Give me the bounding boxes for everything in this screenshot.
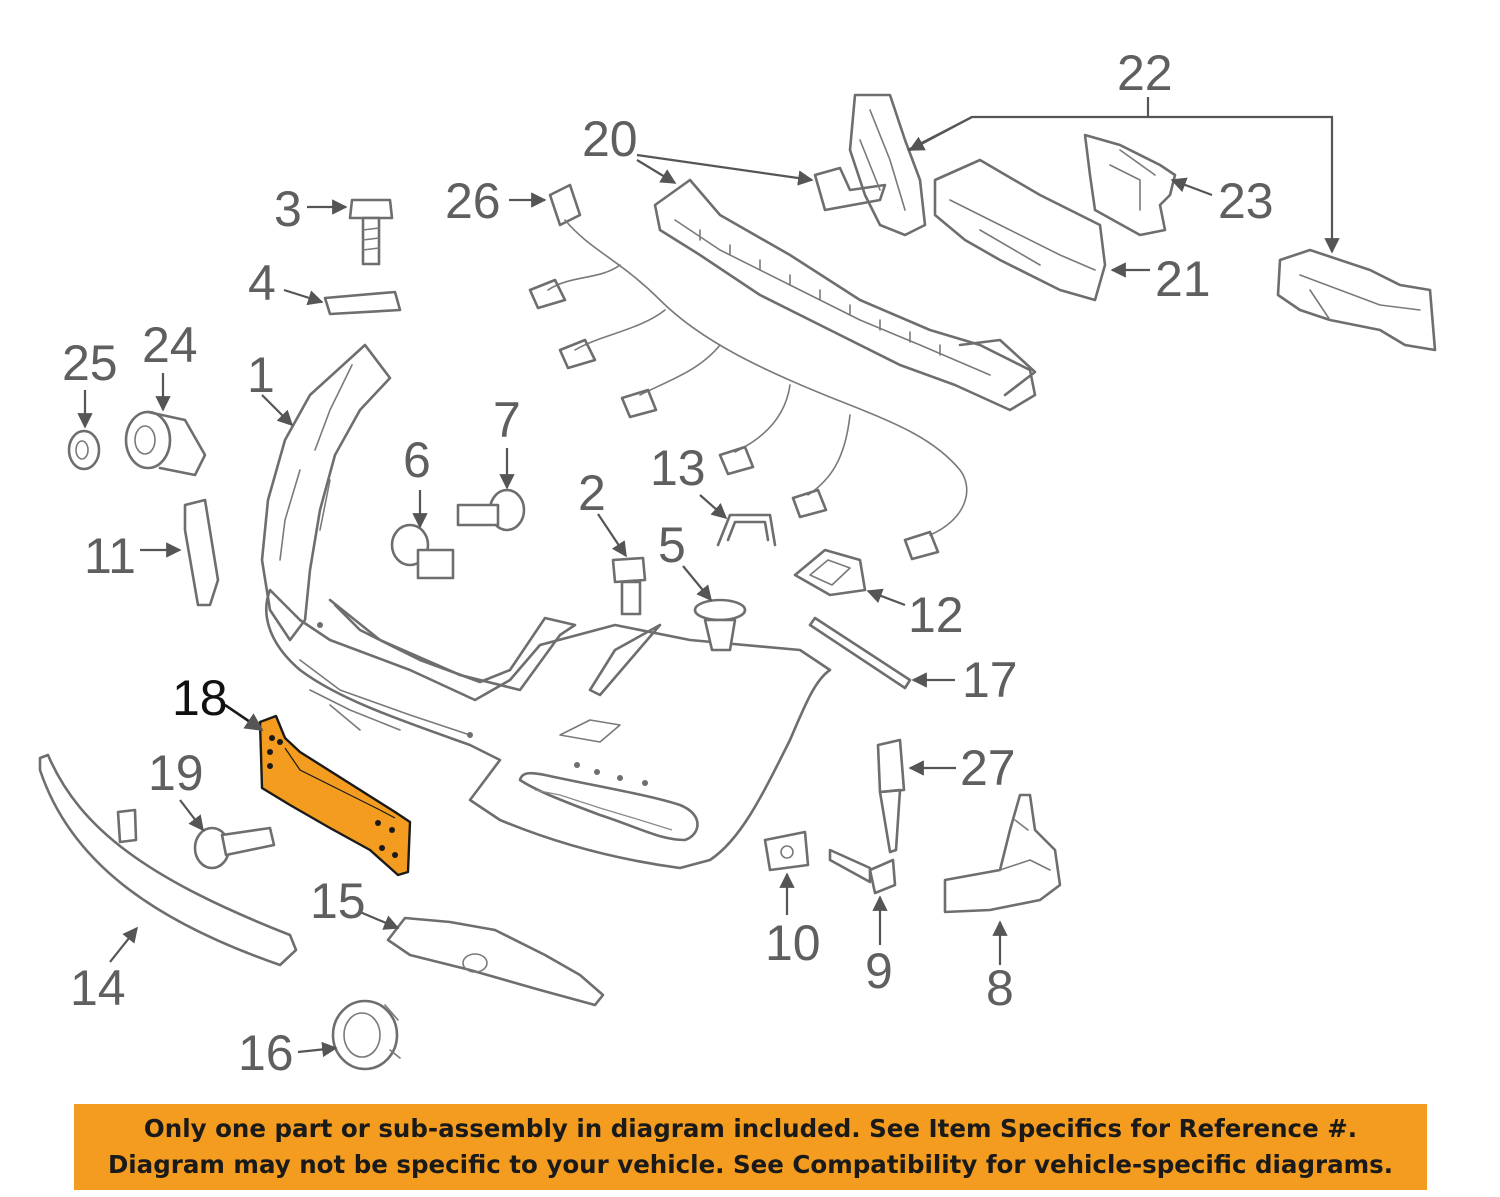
callout-9: 9 <box>865 943 893 999</box>
callout-12: 12 <box>908 587 964 643</box>
callout-25: 25 <box>62 335 118 391</box>
part-10-clip <box>763 830 810 872</box>
part-23-clip <box>1083 133 1177 237</box>
part-17-molding <box>808 616 912 690</box>
part-21-bracket-mid <box>933 158 1107 302</box>
part-5-push-clip <box>693 598 747 652</box>
part-20-impact-bar <box>653 166 1037 412</box>
part-19-bolt <box>193 826 276 870</box>
part-16-ring <box>331 999 401 1071</box>
part-27-sensor <box>876 738 906 854</box>
part-7-stud <box>456 488 526 532</box>
callout-5: 5 <box>658 517 686 573</box>
part-9-bolt <box>828 848 897 895</box>
callout-13: 13 <box>650 440 706 496</box>
part-18-license-plate-bracket <box>258 714 412 877</box>
callout-11: 11 <box>84 528 136 584</box>
callout-10: 10 <box>765 915 821 971</box>
callout-21: 21 <box>1155 251 1211 307</box>
callout-6: 6 <box>403 432 431 488</box>
part-26-wiring-harness <box>528 183 968 561</box>
callout-26: 26 <box>445 173 501 229</box>
leader-lines <box>77 97 1340 1058</box>
part-14-grille <box>38 753 298 967</box>
callout-27: 27 <box>960 740 1016 796</box>
callout-8: 8 <box>986 960 1014 1016</box>
disclaimer-line-2: Diagram may not be specific to your vehi… <box>107 1150 1394 1179</box>
callout-1: 1 <box>247 347 275 403</box>
part-11-trim-strip <box>183 498 220 607</box>
part-15-grille-insert <box>386 916 605 1007</box>
disclaimer-line-1: Only one part or sub-assembly in diagram… <box>143 1114 1358 1143</box>
callout-2: 2 <box>578 465 606 521</box>
callout-20: 20 <box>582 111 638 167</box>
callout-3: 3 <box>274 181 302 237</box>
exploded-parts-diagram: 1 2 3 4 5 6 7 8 9 10 11 12 13 14 15 16 1… <box>38 45 1437 1081</box>
callout-7: 7 <box>493 392 521 448</box>
callout-16: 16 <box>238 1025 294 1081</box>
callout-14: 14 <box>70 960 126 1016</box>
part-6-retainer <box>390 523 455 580</box>
part-24-park-sensor <box>124 410 207 477</box>
callout-23: 23 <box>1218 173 1274 229</box>
part-3-bolt <box>348 198 394 266</box>
part-13-bracket <box>716 513 777 547</box>
callout-24: 24 <box>142 317 198 373</box>
part-4-clip-nut <box>323 290 402 316</box>
disclaimer-banner: Only one part or sub-assembly in diagram… <box>74 1104 1427 1190</box>
part-1-impact-absorber <box>260 343 392 642</box>
callout-labels: 1 2 3 4 5 6 7 8 9 10 11 12 13 14 15 16 1… <box>62 45 1274 1081</box>
part-22-bracket-upper <box>848 93 927 237</box>
part-8-bracket <box>943 793 1062 914</box>
part-22-bracket-lower <box>1276 248 1437 352</box>
part-bumper-cover <box>265 588 832 870</box>
callout-4: 4 <box>248 255 276 311</box>
callout-18: 18 <box>172 670 228 726</box>
callout-15: 15 <box>310 873 366 929</box>
part-2-bolt <box>611 556 647 616</box>
callout-22: 22 <box>1117 45 1173 101</box>
callout-19: 19 <box>148 745 204 801</box>
callout-17: 17 <box>962 652 1018 708</box>
part-25-sensor-ring <box>67 429 101 471</box>
part-12-cap <box>793 548 867 597</box>
